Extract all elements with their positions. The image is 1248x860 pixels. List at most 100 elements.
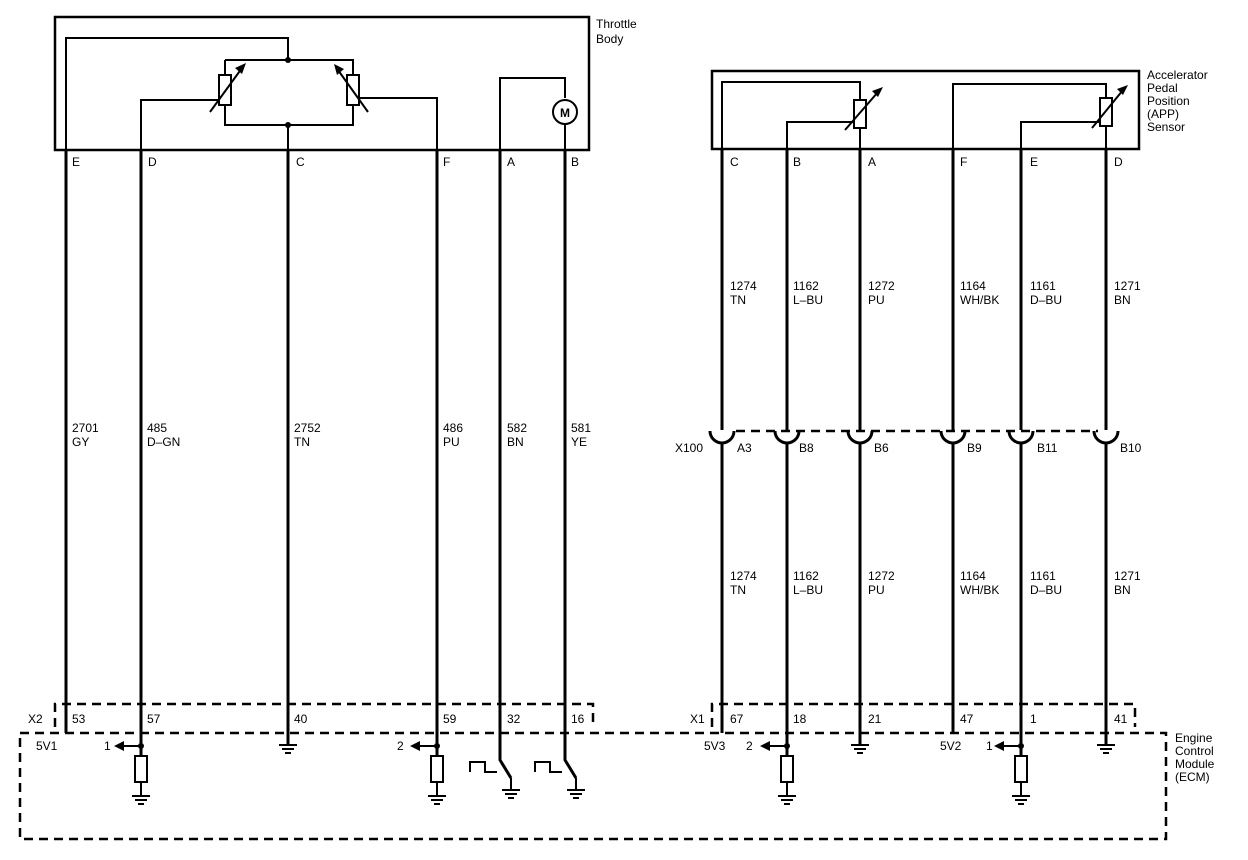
sensor-2-arrow-icon bbox=[334, 64, 344, 75]
throttle-body: Throttle Body M bbox=[53, 15, 637, 152]
x100-label: X100 bbox=[675, 441, 703, 455]
ecm-ref-5v2: 5V2 bbox=[940, 739, 962, 753]
x100-terminal-b11-icon bbox=[1007, 430, 1035, 445]
wire-1271-lower-circuit: 1271 bbox=[1114, 569, 1141, 583]
throttle-body-label-line-1: Throttle bbox=[596, 17, 637, 31]
x100-pin-b6: B6 bbox=[874, 441, 889, 455]
motor-wire-a bbox=[499, 77, 566, 150]
x2-pin-59: 59 bbox=[443, 712, 457, 726]
ecm-signal-circuits: 1 2 2 1 bbox=[104, 739, 1028, 796]
wire-1274-upper-circuit: 1274 bbox=[730, 279, 757, 293]
wire-1271-upper-circuit: 1271 bbox=[1114, 279, 1141, 293]
x2-dashed-outline bbox=[53, 702, 595, 727]
app-sensor-label-line-4: (APP) bbox=[1147, 107, 1179, 121]
app-sensor2-wiper bbox=[1091, 89, 1124, 129]
ecm-motor-drivers bbox=[469, 761, 577, 790]
wire-582-color: BN bbox=[507, 435, 524, 449]
app-sensor-housing bbox=[710, 69, 1141, 151]
ecm-pin16-lead bbox=[563, 712, 578, 779]
ecm-label-line-1: Engine bbox=[1175, 731, 1213, 745]
throttle-harness-wires bbox=[64, 150, 567, 712]
throttle-pin-f: F bbox=[443, 155, 450, 169]
x100-pin-b11: B11 bbox=[1037, 441, 1058, 455]
x1-pin-18: 18 bbox=[793, 712, 807, 726]
throttle-body-housing bbox=[53, 15, 591, 152]
x2-pin-16: 16 bbox=[571, 712, 585, 726]
ecm-dashed-outline bbox=[18, 731, 1168, 841]
ground-icon bbox=[279, 744, 297, 754]
x100-terminal-a3-icon bbox=[708, 430, 736, 445]
ecm-label-line-3: Module bbox=[1175, 757, 1215, 771]
wire-1274-lower-color: TN bbox=[730, 583, 746, 597]
ecm-signal2-right-label: 2 bbox=[746, 739, 753, 753]
throttle-pin-a: A bbox=[507, 155, 515, 169]
x1-pin-21: 21 bbox=[868, 712, 882, 726]
throttle-pin-c: C bbox=[296, 155, 305, 169]
x1-connector: X1 67 18 21 47 1 41 bbox=[690, 702, 1137, 727]
wire-1274-upper-color: TN bbox=[730, 293, 746, 307]
x1-pin-47: 47 bbox=[960, 712, 974, 726]
ecm-label-line-2: Control bbox=[1175, 744, 1214, 758]
wire-1164-lower-circuit: 1164 bbox=[960, 569, 986, 583]
wire-1161-lower-color: D–BU bbox=[1030, 583, 1062, 597]
throttle-wire-labels: 2701 GY 485 D–GN 2752 TN 486 PU 582 BN 5… bbox=[72, 421, 591, 449]
app-pin-c: C bbox=[730, 155, 739, 169]
throttle-position-sensor-1 bbox=[209, 63, 246, 113]
throttle-junction-top bbox=[285, 57, 291, 63]
wire-1164-upper-color: WH/BK bbox=[960, 293, 999, 307]
app-lower-wire-labels: 1274 TN 1162 L–BU 1272 PU 1164 WH/BK 116… bbox=[730, 569, 1141, 597]
wire-486-color: PU bbox=[443, 435, 460, 449]
ground-icon bbox=[502, 789, 520, 799]
throttle-pin-d: D bbox=[148, 155, 157, 169]
ecm-signal1-right-label: 1 bbox=[986, 739, 993, 753]
app-sensor-label-line-1: Accelerator bbox=[1147, 68, 1208, 82]
ground-icon bbox=[132, 795, 150, 805]
app-sensor1-ref-internal bbox=[721, 81, 861, 149]
app-sensor2-arrow-icon bbox=[1117, 85, 1128, 95]
app-pin-b: B bbox=[793, 155, 801, 169]
throttle-position-sensor-2 bbox=[334, 64, 369, 113]
ecm-pulldown-resistor-icon bbox=[780, 755, 794, 783]
wire-2752-color: TN bbox=[294, 435, 310, 449]
x100-connector: X100 A3 B8 B6 B9 B11 B10 bbox=[675, 429, 1142, 455]
app-pin-e: E bbox=[1030, 155, 1038, 169]
app-sensor-label-line-2: Pedal bbox=[1147, 81, 1178, 95]
x2-connector: X2 53 57 40 59 32 16 bbox=[28, 702, 595, 727]
app-sensor2-signal-internal bbox=[1020, 121, 1100, 149]
ecm-signal2-left-label: 2 bbox=[397, 739, 404, 753]
ecm-label-line-4: (ECM) bbox=[1175, 770, 1210, 784]
app-pin-a: A bbox=[868, 155, 876, 169]
sensor-1-arrow-icon bbox=[235, 63, 246, 74]
x1-pin-41: 41 bbox=[1114, 712, 1128, 726]
wire-1271-upper-color: BN bbox=[1114, 293, 1131, 307]
throttle-signal2-internal bbox=[353, 97, 438, 150]
ground-icon bbox=[778, 795, 796, 805]
throttle-ref-wire bbox=[65, 37, 289, 150]
wire-1162-upper-color: L–BU bbox=[793, 293, 823, 307]
motor-driver-switch-a-icon bbox=[469, 761, 497, 773]
wire-2752-circuit: 2752 bbox=[294, 421, 321, 435]
throttle-sensor-bridge bbox=[224, 59, 354, 126]
ground-icon bbox=[428, 795, 446, 805]
wire-1162-upper-circuit: 1162 bbox=[793, 279, 819, 293]
ecm-signal2-left-arrow-icon bbox=[410, 741, 420, 751]
ecm-signal1-left-arrow-icon bbox=[114, 741, 124, 751]
wire-1271-lower-color: BN bbox=[1114, 583, 1131, 597]
ecm-pulldown-resistor-icon bbox=[134, 755, 148, 783]
app-sensor-label-line-5: Sensor bbox=[1147, 120, 1185, 134]
wire-1161-lower-circuit: 1161 bbox=[1030, 569, 1056, 583]
wire-581-circuit: 581 bbox=[571, 421, 591, 435]
motor-driver-switch-b-icon bbox=[534, 761, 562, 773]
ecm-pulldown-resistor-icon bbox=[1014, 755, 1028, 783]
x100-terminal-b6-icon bbox=[846, 430, 874, 445]
app-pin-letters: C B A F E D bbox=[730, 155, 1123, 169]
ecm-signal1-right-arrow-icon bbox=[994, 741, 1004, 751]
x1-dashed-outline bbox=[710, 702, 1137, 727]
app-sensor1-wiper bbox=[844, 91, 879, 131]
app-sensor2-ref-internal bbox=[952, 83, 1107, 149]
throttle-signal1-internal bbox=[140, 99, 225, 150]
app-sensor1-signal-internal bbox=[786, 121, 855, 149]
wire-1164-lower-color: WH/BK bbox=[960, 583, 999, 597]
wire-582-circuit: 582 bbox=[507, 421, 527, 435]
